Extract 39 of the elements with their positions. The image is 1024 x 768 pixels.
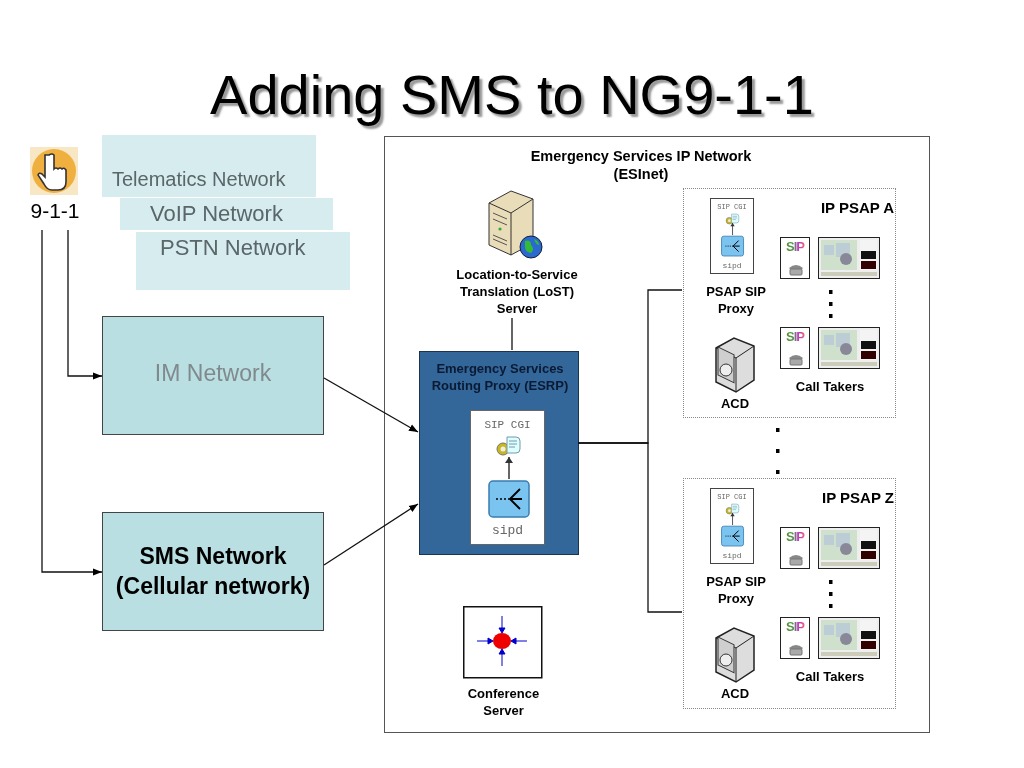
call-takers-label: Call Takers (794, 669, 866, 684)
network-label: VoIP Network (150, 201, 283, 227)
proxy-label: PSAP SIP Proxy (705, 283, 767, 317)
network-label: IM Network (154, 359, 272, 387)
routing-proxy-box (419, 351, 579, 555)
connector-line (577, 442, 683, 613)
panel-label: sipd (490, 523, 525, 538)
psap-group-box (683, 478, 896, 709)
network-band (102, 135, 316, 197)
network-title: Emergency Services IP Network (ESInet) (529, 147, 753, 184)
server-label: Location-to-Service Translation (LoST) Server (455, 266, 579, 317)
network-band (120, 198, 333, 230)
arrow (67, 229, 103, 380)
caller-label: 9-1-1 (29, 199, 81, 223)
acd-label: ACD (719, 396, 751, 411)
network-label: PSTN Network (160, 235, 306, 261)
panel-label: sipd (721, 551, 743, 560)
arrow (323, 377, 419, 433)
psap-group-box (683, 188, 896, 418)
server-label: Conference Server (466, 685, 541, 719)
psap-label: IP PSAP Z (822, 489, 894, 506)
psap-label: IP PSAP A (820, 199, 894, 216)
acd-label: ACD (719, 686, 751, 701)
proxy-label: PSAP SIP Proxy (705, 573, 767, 607)
panel-heading: SIP CGI (483, 419, 532, 431)
call-takers-label: Call Takers (794, 379, 866, 394)
network-boundary-box (384, 136, 930, 733)
network-label: SMS Network (Cellular network) (114, 541, 312, 601)
slide-title: Adding SMS to NG9-1-1 (209, 62, 815, 127)
arrow (41, 229, 103, 576)
panel-label: sipd (721, 261, 743, 270)
connector-line (511, 317, 513, 351)
sipd-panel (470, 410, 545, 545)
network-label: Telematics Network (112, 168, 286, 191)
proxy-label: Emergency Services Routing Proxy (ESRP) (430, 360, 570, 394)
network-box (102, 316, 324, 435)
network-box (102, 512, 324, 631)
network-band (136, 232, 350, 290)
arrow (323, 503, 419, 566)
